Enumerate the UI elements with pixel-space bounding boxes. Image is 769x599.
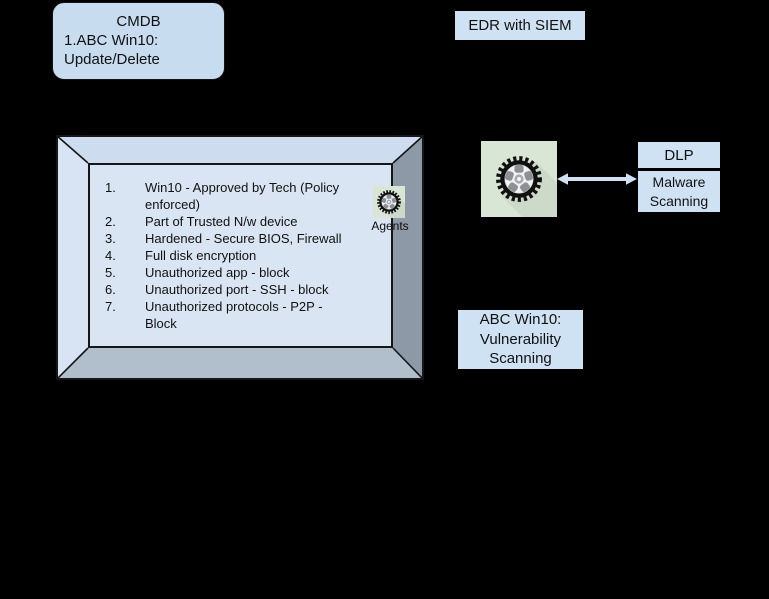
agents-label: Agents [371, 219, 409, 233]
item-text: Full disk encryption [145, 248, 257, 263]
policy-list-item: 4. Full disk encryption [90, 247, 391, 264]
cmdb-line-2: 1.ABC Win10: [64, 32, 159, 49]
edr-siem-node: EDR with SIEM [455, 11, 585, 40]
edr-siem-label: EDR with SIEM [468, 17, 572, 34]
dlp-label: DLP [664, 146, 694, 164]
item-number: 5. [105, 265, 116, 280]
item-number: 4. [105, 248, 116, 263]
monitor-screen: 1. Win10 - Approved by Tech (Policy enfo… [88, 163, 393, 348]
monitor-shape: 1. Win10 - Approved by Tech (Policy enfo… [56, 135, 424, 380]
item-text: Unauthorized port - SSH - block [145, 282, 329, 297]
item-text: Unauthorized app - block [145, 265, 290, 280]
item-text: Hardened - Secure BIOS, Firewall [145, 231, 342, 246]
item-number: 7. [105, 299, 116, 314]
vulnerability-scanning-label: ABC Win10: Vulnerability Scanning [479, 311, 562, 368]
agents-gear-badge [373, 186, 405, 218]
vulnerability-scanning-node: ABC Win10: Vulnerability Scanning [458, 310, 583, 369]
gear-wheel-icon [494, 154, 544, 204]
policy-list-item: 5. Unauthorized app - block [90, 264, 391, 281]
policy-list-item: 3. Hardened - Secure BIOS, Firewall [90, 230, 391, 247]
item-number: 1. [105, 180, 116, 195]
dlp-node: DLP [638, 142, 720, 168]
cmdb-node: CMDB 1.ABC Win10: Update/Delete [52, 2, 225, 80]
item-number: 3. [105, 231, 116, 246]
bidirectional-arrow [557, 173, 637, 185]
item-text: Part of Trusted N/w device [145, 214, 298, 229]
item-text: Win10 - Approved by Tech (Policy enforce… [145, 180, 340, 212]
item-text: Unauthorized protocols - P2P - Block [145, 299, 323, 331]
item-number: 6. [105, 282, 116, 297]
policy-list-item: 1. Win10 - Approved by Tech (Policy enfo… [90, 179, 391, 213]
policy-list-item: 6. Unauthorized port - SSH - block [90, 281, 391, 298]
item-number: 2. [105, 214, 116, 229]
endpoint-gear-badge [481, 141, 557, 217]
policy-list-item: 2. Part of Trusted N/w device [90, 213, 391, 230]
gear-wheel-icon [376, 189, 402, 215]
malware-scanning-label: Malware Scanning [649, 173, 709, 209]
malware-scanning-node: Malware Scanning [638, 171, 720, 212]
cmdb-title: CMDB [116, 13, 161, 30]
policy-list-item: 7. Unauthorized protocols - P2P - Block [90, 298, 391, 332]
cmdb-line-3: Update/Delete [64, 51, 160, 68]
